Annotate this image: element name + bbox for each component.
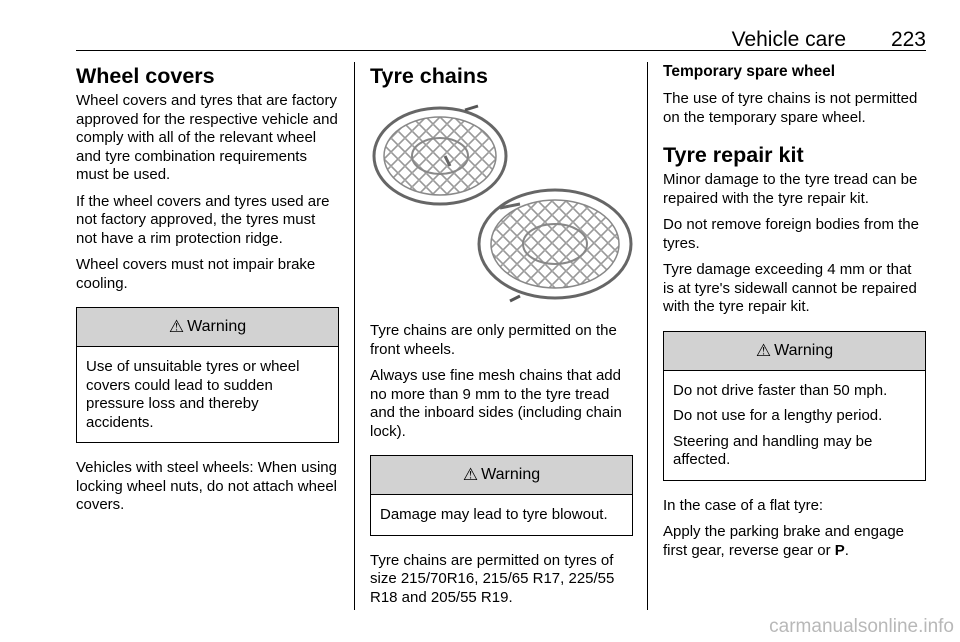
warning-title: Warning bbox=[187, 318, 247, 335]
warning-text: Damage may lead to tyre blowout. bbox=[380, 506, 608, 523]
warning-line: Steering and handling may be affected. bbox=[673, 432, 873, 469]
tyre-chain-illustration bbox=[372, 104, 633, 303]
column-spare-and-repair: Temporary spare wheel The use of tyre ch… bbox=[663, 62, 926, 568]
heading-tyre-repair-kit: Tyre repair kit bbox=[663, 143, 804, 167]
paragraph: Vehicles with steel wheels: When using l… bbox=[76, 459, 337, 513]
paragraph-text: Apply the parking brake and engage first… bbox=[663, 523, 905, 559]
heading-temporary-spare-wheel: Temporary spare wheel bbox=[663, 63, 836, 80]
page-number: 223 bbox=[890, 28, 926, 51]
warning-header: ⚠ Warning bbox=[664, 331, 925, 371]
warning-header: ⚠ Warning bbox=[371, 456, 632, 495]
paragraph: The use of tyre chains is not permitted … bbox=[663, 90, 918, 126]
warning-line: Do not drive faster than 50 mph. bbox=[673, 381, 888, 399]
column-divider-2 bbox=[647, 62, 648, 610]
paragraph: Tyre damage exceeding 4 mm or that is at… bbox=[663, 261, 917, 315]
warning-header: ⚠ Warning bbox=[77, 308, 338, 347]
warning-line: Do not use for a lengthy period. bbox=[673, 407, 883, 424]
paragraph: In the case of a flat tyre: bbox=[663, 496, 824, 514]
paragraph: If the wheel covers and tyres used are n… bbox=[76, 192, 330, 247]
paragraph: Apply the parking brake and engage first… bbox=[663, 523, 926, 560]
heading-wheel-covers: Wheel covers bbox=[76, 64, 215, 88]
paragraph: Always use fine mesh chains that add no … bbox=[370, 367, 622, 440]
warning-box: ⚠ Warning Use of unsuitable tyres or whe… bbox=[76, 307, 339, 443]
section-title: Vehicle care bbox=[731, 28, 846, 51]
column-wheel-covers: Wheel covers Wheel covers and tyres that… bbox=[76, 62, 339, 523]
warning-body: Do not drive faster than 50 mph. Do not … bbox=[664, 371, 925, 480]
page-header: Vehicle care 223 bbox=[76, 0, 926, 51]
paragraph-end: . bbox=[844, 541, 849, 559]
warning-title: Warning bbox=[481, 466, 541, 483]
paragraph: Wheel covers and tyres that are factory … bbox=[76, 92, 338, 183]
warning-triangle-icon: ⚠ bbox=[168, 317, 185, 336]
warning-box: ⚠ Warning Do not drive faster than 50 mp… bbox=[663, 330, 926, 481]
column-divider-1 bbox=[354, 62, 355, 610]
paragraph: Wheel covers must not impair brake cooli… bbox=[76, 256, 316, 292]
paragraph: Tyre chains are permitted on tyres of si… bbox=[370, 551, 615, 606]
heading-tyre-chains: Tyre chains bbox=[370, 64, 488, 88]
warning-triangle-icon: ⚠ bbox=[755, 340, 772, 360]
warning-triangle-icon: ⚠ bbox=[462, 465, 479, 484]
watermark: carmanualsonline.info bbox=[769, 616, 954, 637]
paragraph: Tyre chains are only permitted on the fr… bbox=[370, 322, 617, 358]
gear-position-p: P bbox=[834, 541, 845, 559]
column-tyre-chains: Tyre chains Tyre chains are only permitt… bbox=[370, 62, 633, 615]
warning-body: Use of unsuitable tyres or wheel covers … bbox=[77, 347, 338, 442]
paragraph: Do not remove foreign bodies from the ty… bbox=[663, 216, 919, 252]
warning-text: Use of unsuitable tyres or wheel covers … bbox=[86, 358, 300, 431]
paragraph: Minor damage to the tyre tread can be re… bbox=[663, 171, 918, 207]
warning-box: ⚠ Warning Damage may lead to tyre blowou… bbox=[370, 455, 633, 536]
warning-title: Warning bbox=[774, 341, 834, 359]
warning-body: Damage may lead to tyre blowout. bbox=[371, 495, 632, 535]
